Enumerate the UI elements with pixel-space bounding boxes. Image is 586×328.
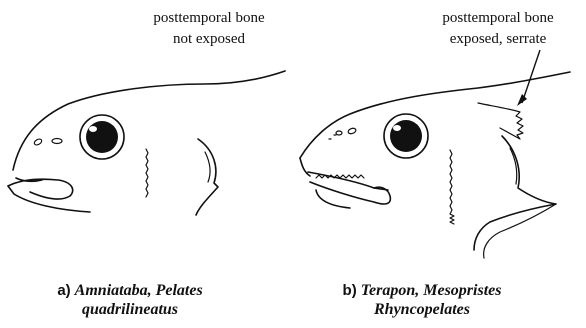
- panel-a-annotation-line1: posttemporal bone: [153, 10, 265, 26]
- panel-b-caption-line1: Terapon, Mesopristes: [361, 282, 502, 299]
- panel-b: posttemporal bone exposed, serrate: [300, 10, 570, 318]
- panel-b-caption-letter: b): [343, 282, 357, 299]
- panel-b-preopercle-serrations: [450, 150, 454, 224]
- panel-b-annotation-line2: exposed, serrate: [450, 31, 547, 47]
- panel-a-caption-letter: a): [57, 282, 70, 299]
- panel-a-nostril-1: [33, 138, 42, 146]
- panel-a-preopercle-serrations: [146, 149, 148, 197]
- panel-b-opercle: [474, 136, 556, 250]
- panel-b-annotation-line1: posttemporal bone: [442, 10, 554, 26]
- panel-b-posttemporal-serrations: [478, 103, 523, 139]
- panel-a: posttemporal bone not exposed: [8, 10, 285, 318]
- panel-b-nostril-2: [347, 127, 356, 134]
- panel-a-eye: [80, 115, 124, 159]
- panel-b-dorsal-profile: [300, 72, 570, 158]
- panel-b-caption-line1-text: b)Terapon, Mesopristes: [343, 282, 502, 299]
- panel-b-nostril-3: [329, 135, 336, 139]
- panel-b-snout: [300, 158, 310, 176]
- panel-b-caption-line2: Rhyncopelates: [373, 301, 470, 318]
- panel-a-nostril-2: [52, 139, 62, 144]
- panel-a-caption-line1-text: a)Amniataba, Pelates: [57, 282, 202, 299]
- panel-a-opercle-inner: [205, 152, 210, 182]
- panel-b-nostril-1: [336, 131, 342, 135]
- panel-a-fish-head-drawing: [8, 71, 285, 215]
- panel-a-caption-line1: Amniataba, Pelates: [74, 282, 203, 299]
- panel-b-eye: [384, 114, 428, 158]
- panel-a-annotation-line2: not exposed: [173, 31, 246, 47]
- panel-b-fish-head-drawing: [300, 72, 570, 258]
- panel-b-throat-profile: [316, 190, 350, 208]
- panel-b-mouth-lower: [310, 182, 390, 204]
- panel-a-throat-profile: [8, 186, 90, 212]
- panel-a-opercle: [196, 139, 218, 215]
- panel-a-dorsal-profile: [13, 71, 285, 170]
- panel-a-caption-line2: quadrilineatus: [82, 301, 178, 318]
